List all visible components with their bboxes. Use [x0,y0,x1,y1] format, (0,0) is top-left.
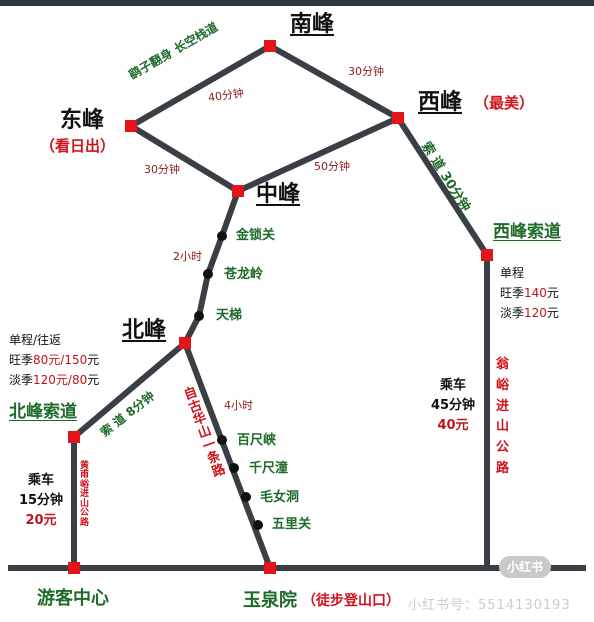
waypoint-dot [194,311,204,321]
node-yuquan [264,562,276,574]
route-south-west [267,43,401,121]
vertical-char: 进 [80,489,90,500]
node-north-peak [179,337,191,349]
yuquan-note: （徒步登山口） [302,593,400,609]
node-west-cable [481,249,493,261]
vertical-char: 路 [496,460,510,476]
node-middle-peak [232,185,244,197]
waypoint-dot [217,435,227,445]
vertical-char: 公 [80,508,90,519]
north-bus-info: 乘车 15分钟 20元 [14,471,68,531]
south-peak-label: 南峰 [290,12,335,37]
east-middle-time: 30分钟 [144,163,180,176]
node-visitor-center [68,562,80,574]
node-east-peak [125,120,137,132]
west-cable-station-label: 西峰索道 [493,222,561,242]
vertical-char: 峪 [80,479,90,490]
middle-peak-label: 中峰 [256,182,301,207]
route-east-south [128,43,273,129]
vertical-char: 峪 [496,377,510,393]
xiaohongshu-logo: 小红书 [499,556,551,578]
waypoint-dot [203,269,213,279]
waypoint-wuliguan: 五里关 [272,517,312,532]
north-bus-line1: 乘车 [27,473,54,488]
vertical-char: 路 [80,517,90,528]
west-bus-price: 40元 [437,418,469,433]
waypoint-baichixia: 百尺峡 [237,433,277,448]
north-cable-peak-row: 旺季80元/150元 [9,353,100,367]
north-bus-line2: 15分钟 [18,493,64,508]
waypoint-dot [229,463,239,473]
middle-north-time: 2小时 [173,250,202,263]
waypoint-jinsuoguan: 金锁关 [236,228,276,243]
west-middle-time: 50分钟 [314,160,350,173]
west-cable-peak-row: 旺季140元 [500,286,559,300]
west-cable-off-row: 淡季120元 [500,306,559,320]
north-cable-price-title: 单程/往返 [9,333,62,347]
vertical-char: 山 [496,419,510,435]
west-road-vertical: 翁峪进山公路 [496,355,509,480]
waypoint-dot [217,231,227,241]
vertical-char: 公 [496,440,510,456]
waypoint-dot [253,520,263,530]
route-east-middle [128,123,241,194]
node-north-cable [68,431,80,443]
waypoint-dot [241,492,251,502]
vertical-char: 翁 [496,357,510,372]
east-peak-note: （看日出） [40,137,116,155]
waypoint-maonvdong: 毛女洞 [260,490,300,505]
north-yuquan-time: 4小时 [224,399,253,412]
north-bus-price: 20元 [25,513,57,528]
route-west-middle [235,115,401,194]
route-north-yuquan [182,340,273,571]
node-west-peak [392,112,404,124]
route-north-cable [71,340,188,440]
waypoint-qianchitong: 千尺潼 [249,461,289,476]
west-bus-line1: 乘车 [439,378,466,393]
vertical-char: 进 [496,398,510,414]
waypoint-tianti: 天梯 [216,308,243,323]
east-peak-label: 东峰 [60,108,105,133]
top-band [0,0,594,6]
west-peak-note: （最美） [474,94,535,112]
waypoint-canglongling: 苍龙岭 [224,267,264,282]
visitor-cable-vertical: 黄甫峪进山公路 [80,461,90,528]
north-peak-label: 北峰 [122,318,167,343]
north-cable-price-block: 单程/往返 旺季80元/150元 淡季120元/80元 [9,330,99,390]
watermark: 小红书号：5514130193 [408,598,571,613]
south-west-time: 30分钟 [348,65,384,78]
west-bus-info: 乘车 45分钟 40元 [424,376,482,436]
north-cable-off-row: 淡季120元/80元 [9,373,100,387]
visitor-center-label: 游客中心 [37,588,109,609]
route-west-cable [395,115,490,258]
vertical-char: 黄 [80,461,90,471]
west-cable-price-block: 单程 旺季140元 淡季120元 [500,263,559,323]
vertical-char: 甫 [80,470,90,481]
west-bus-line2: 45分钟 [430,398,476,413]
vertical-char: 山 [80,498,90,509]
north-cable-station-label: 北峰索道 [9,402,77,422]
west-cable-price-title: 单程 [500,266,525,280]
yuquan-label: 玉泉院 [243,590,297,611]
west-peak-label: 西峰 [418,90,463,115]
node-south-peak [264,40,276,52]
